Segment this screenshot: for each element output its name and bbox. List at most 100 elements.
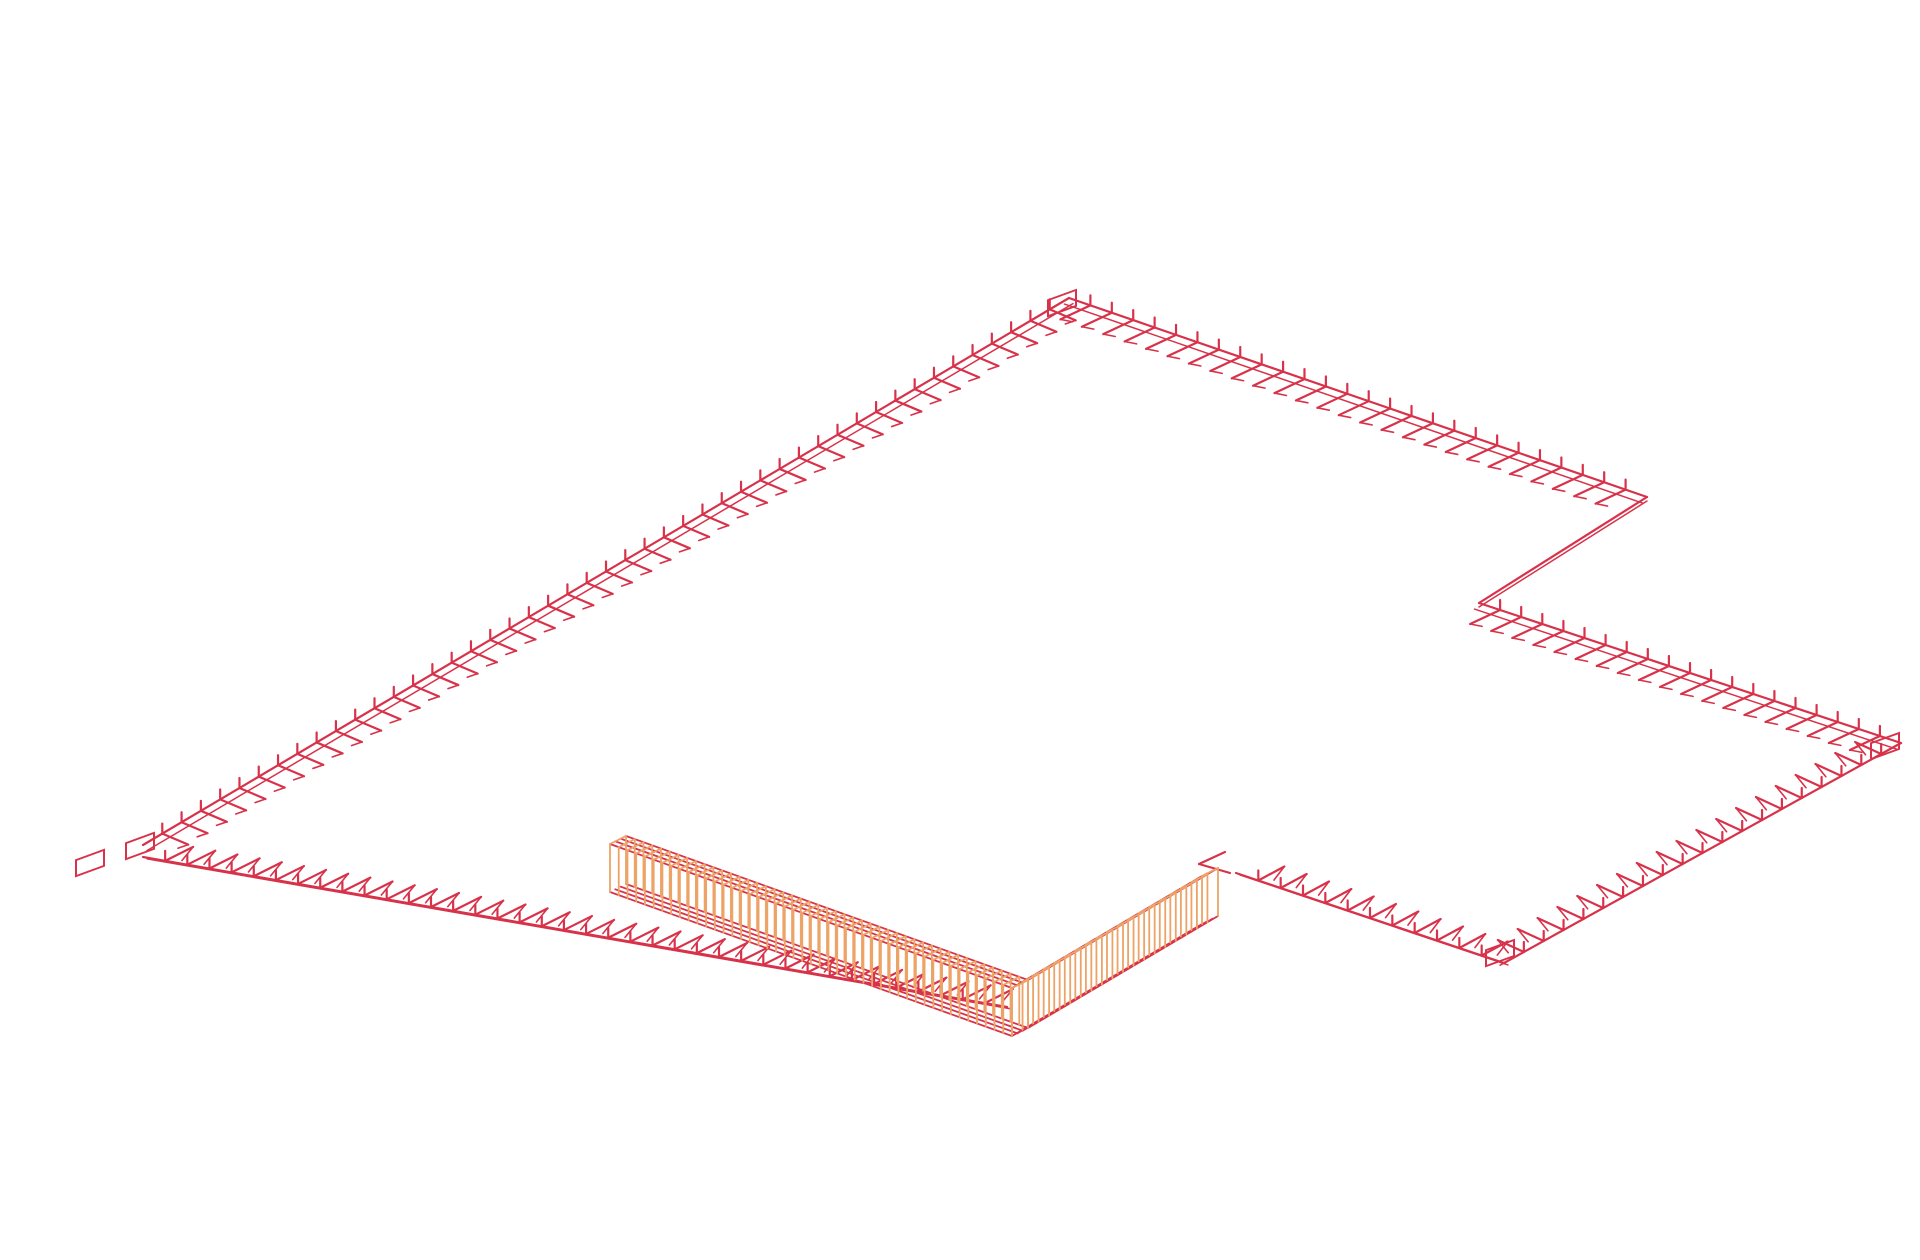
beam-stirrup-top — [635, 844, 654, 855]
slab-hook-bar — [1655, 850, 1684, 866]
slab-hook-tail — [601, 593, 614, 599]
beam-stirrup-top — [722, 875, 741, 886]
slab-hook-tail — [1384, 903, 1397, 919]
slab-hook-tail — [833, 456, 846, 462]
beam-stirrup-top — [871, 929, 890, 939]
slab-hook-tail — [813, 467, 826, 473]
slab-hook-bar — [1209, 355, 1242, 373]
beam-stirrup-top — [845, 919, 863, 930]
slab-hook-tail — [1532, 644, 1547, 649]
slab-hook-tail — [1273, 865, 1286, 881]
notch-bar — [1197, 862, 1232, 875]
beam-stirrup-top — [932, 950, 951, 961]
beam-stirrup-top — [897, 938, 916, 949]
slab-hook-bar — [1508, 459, 1542, 476]
slab-hook-tail — [177, 843, 190, 850]
slab-hook-bar — [1774, 784, 1803, 800]
slab-hook-bar — [1337, 400, 1370, 417]
beam-stirrup-top — [679, 860, 697, 870]
beam-stirrup-top — [862, 925, 881, 936]
slab-hook-bar — [1490, 615, 1523, 633]
slab-edge-bar — [1067, 296, 1649, 499]
beam-stirrup-top — [783, 897, 802, 908]
slab-hook-tail — [1574, 658, 1589, 663]
slab-hook-tail — [890, 422, 903, 428]
slab-hook-bar — [562, 914, 594, 932]
slab-hook-bar — [1316, 392, 1349, 409]
slab-hook-tail — [1659, 686, 1673, 691]
slab-hook-bar — [1346, 895, 1375, 912]
slab-hook-bar — [1496, 938, 1525, 954]
slab-hook-tail — [1573, 495, 1587, 500]
beam-stirrup-top — [766, 891, 785, 902]
slab-hook-bar — [452, 895, 483, 912]
slab-hook-tail — [697, 536, 710, 542]
slab-hook-tail — [389, 718, 402, 724]
slab-edge-rebar — [75, 288, 1903, 1010]
slab-hook-bar — [566, 593, 595, 607]
slab-hook-bar — [806, 957, 837, 974]
slab-hook-bar — [1458, 932, 1487, 950]
slab-hook-bar — [797, 456, 827, 470]
slab-hook-tail — [1402, 436, 1416, 441]
slab-hook-bar — [1380, 414, 1413, 432]
slab-hook-bar — [1435, 925, 1465, 942]
slab-edge-bar — [1478, 500, 1648, 608]
slab-hook-tail — [987, 365, 1000, 371]
slab-hook-bar — [720, 502, 749, 516]
slab-hook-bar — [469, 650, 499, 664]
slab-hook-tail — [215, 821, 228, 827]
slab-hook-tail — [408, 707, 421, 713]
slab-hook-tail — [1553, 651, 1568, 656]
slab-hook-tail — [582, 604, 595, 610]
slab-hook-tail — [1530, 480, 1545, 485]
beam-stirrup-top — [748, 885, 767, 895]
slab-hook-bar — [1675, 839, 1704, 855]
slab-hook-bar — [913, 388, 942, 402]
slab-hook-tail — [273, 786, 286, 793]
slab-hook-tail — [1362, 895, 1375, 911]
slab-hook-bar — [547, 604, 576, 618]
slab-hook-bar — [1123, 326, 1156, 343]
slab-hook-tail — [755, 501, 768, 508]
slab-hook-bar — [1854, 740, 1883, 756]
slab-hook-tail — [427, 695, 440, 701]
slab-hook-bar — [527, 615, 556, 630]
slab-hook-bar — [762, 949, 793, 966]
slab-hook-tail — [466, 672, 479, 679]
slab-hook-tail — [292, 775, 305, 781]
slab-hook-bar — [274, 864, 306, 882]
slab-edge-bar — [141, 855, 1009, 1009]
beam-stirrup-top — [914, 944, 933, 955]
slab-hook-bar — [1532, 629, 1565, 647]
slab-hook-tail — [910, 410, 923, 416]
beam-stirrup-top — [1002, 975, 1021, 986]
slab-hook-tail — [1834, 752, 1847, 767]
slab-hook-bar — [334, 729, 364, 744]
slab-hook-tail — [1317, 880, 1330, 896]
slab-hook-bar — [717, 941, 749, 959]
slab-hook-tail — [968, 376, 981, 382]
slab-hook-tail — [1059, 318, 1074, 323]
slab-hook-bar — [1615, 872, 1645, 888]
slab-hook-bar — [1444, 436, 1477, 454]
slab-hook-bar — [1695, 828, 1724, 844]
slab-hook-bar — [186, 849, 217, 866]
slab-hook-tail — [948, 387, 961, 394]
slab-hook-bar — [836, 433, 865, 447]
slab-hook-bar — [276, 764, 306, 778]
slab-hook-tail — [350, 741, 363, 747]
slab-hook-bar — [1551, 473, 1584, 490]
slab-hook-tail — [1444, 451, 1459, 456]
slab-hook-tail — [1490, 630, 1504, 635]
slab-hook-tail — [1295, 399, 1309, 404]
slab-hook-tail — [1722, 707, 1737, 712]
corner-bar-box — [1047, 288, 1077, 318]
slab-hook-bar — [1391, 910, 1420, 927]
slab-hook-bar — [1794, 773, 1823, 789]
slab-hook-bar — [1423, 429, 1456, 446]
slab-hook-bar — [540, 911, 571, 928]
slab-hook-bar — [392, 695, 421, 709]
